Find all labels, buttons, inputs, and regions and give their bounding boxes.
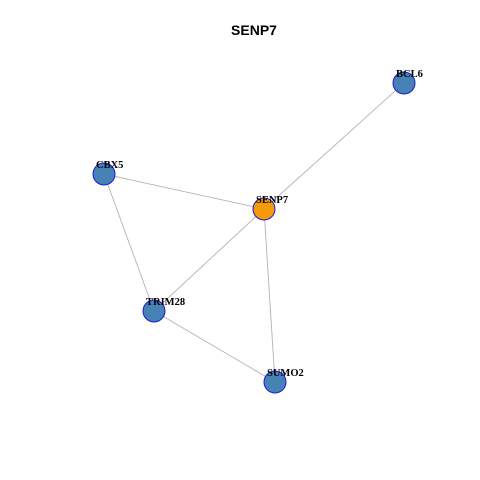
- edge-trim28-sumo2: [153, 310, 276, 383]
- node-trim28: TRIM28: [142, 297, 185, 323]
- edge-senp7-sumo2: [263, 208, 276, 383]
- edge-layer: [103, 82, 405, 383]
- graph-title: SENP7: [231, 22, 277, 38]
- edge-bcl6-senp7: [263, 82, 405, 210]
- node-label-cbx5: CBX5: [96, 160, 123, 171]
- edge-cbx5-senp7: [103, 173, 265, 210]
- node-circle-sumo2: [263, 370, 287, 394]
- node-circle-cbx5: [92, 162, 116, 186]
- node-circle-trim28: [142, 299, 166, 323]
- node-circle-bcl6: [392, 71, 416, 95]
- node-circle-senp7: [252, 197, 276, 221]
- node-label-trim28: TRIM28: [146, 297, 185, 308]
- edge-cbx5-trim28: [103, 173, 155, 312]
- node-label-senp7: SENP7: [256, 195, 288, 206]
- node-cbx5: CBX5: [92, 160, 123, 186]
- node-bcl6: BCL6: [392, 69, 423, 95]
- node-sumo2: SUMO2: [263, 368, 304, 394]
- edge-senp7-trim28: [153, 208, 265, 312]
- node-senp7: SENP7: [252, 195, 288, 221]
- node-label-sumo2: SUMO2: [267, 368, 304, 379]
- node-label-bcl6: BCL6: [396, 69, 423, 80]
